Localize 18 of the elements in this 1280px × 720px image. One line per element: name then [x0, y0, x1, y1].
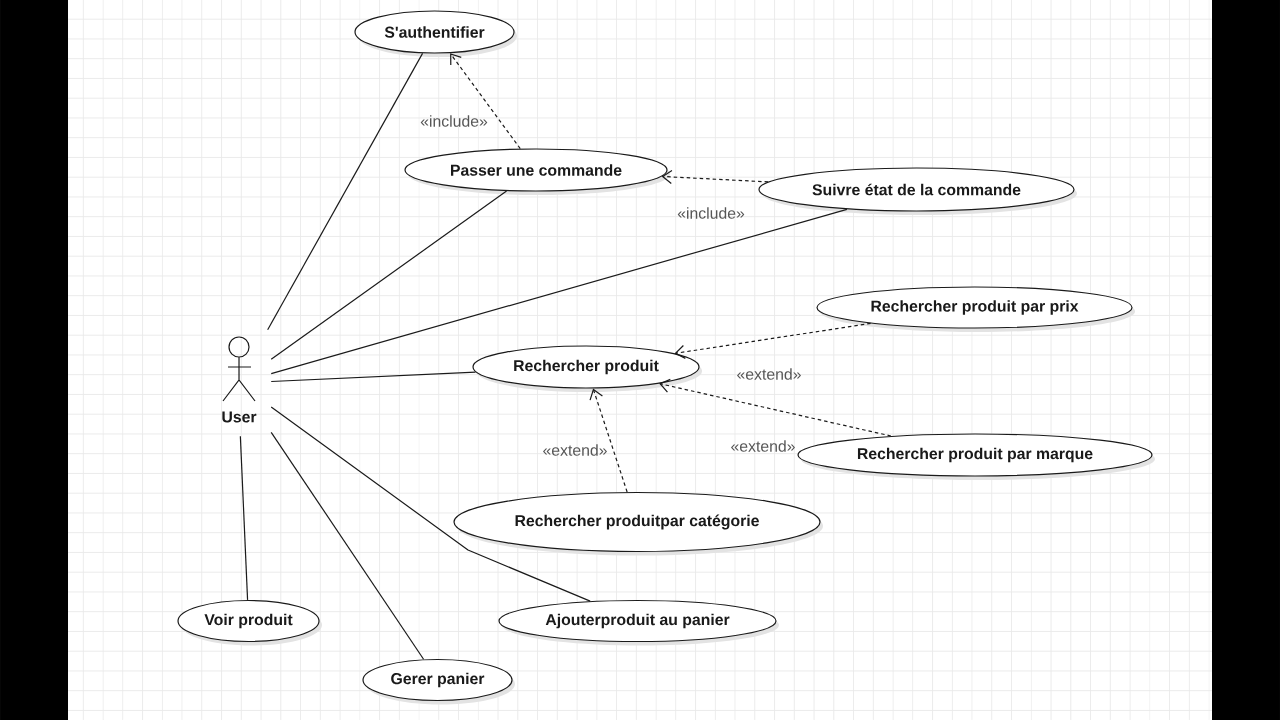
association-line — [270, 431, 425, 660]
edge-label: «include» — [677, 207, 745, 219]
actor-name: User — [222, 411, 257, 423]
association-line — [267, 52, 424, 331]
association-line — [270, 406, 591, 602]
edge-label: «extend» — [731, 440, 795, 452]
edge-label: «extend» — [737, 368, 801, 380]
association-line — [270, 190, 508, 360]
dashed-arrow — [659, 378, 892, 437]
edge-label: «extend» — [543, 444, 607, 456]
dashed-arrow — [661, 169, 769, 185]
edge-label: «include» — [420, 115, 488, 127]
association-line — [270, 371, 477, 383]
association-line — [239, 435, 249, 601]
dashed-arrow — [674, 322, 872, 359]
dashed-arrow — [450, 53, 521, 150]
association-line — [270, 208, 848, 375]
dashed-arrow — [589, 388, 628, 493]
